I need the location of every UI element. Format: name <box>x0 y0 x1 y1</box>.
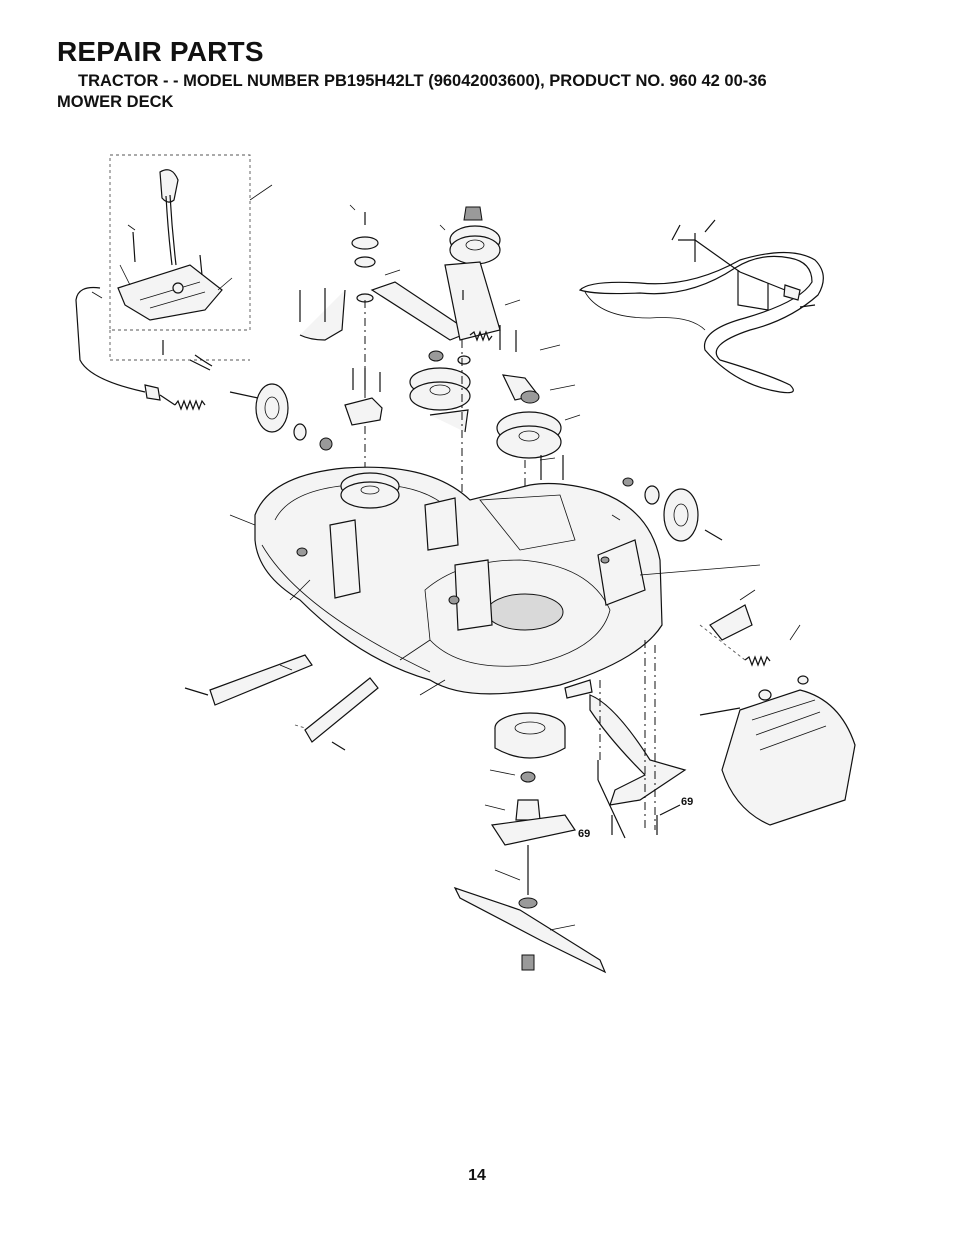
rear-baffle <box>589 640 687 839</box>
front-hanger-brackets <box>184 654 379 751</box>
section-title: MOWER DECK <box>57 93 174 111</box>
lift-cable <box>75 286 206 411</box>
right-gauge-wheel <box>622 477 723 542</box>
center-pulley <box>409 340 471 560</box>
left-gauge-wheel <box>229 383 333 451</box>
page-number: 14 <box>468 1167 486 1184</box>
leader-lines <box>119 184 801 931</box>
mower-deck-housing <box>254 466 663 699</box>
upper-idler-pulley <box>444 206 540 401</box>
callout-69-right: 69 <box>681 796 693 808</box>
model-number-line: TRACTOR - - MODEL NUMBER PB195H42LT (960… <box>78 72 767 90</box>
belt-keeper-rod <box>671 219 816 311</box>
discharge-chute <box>699 604 856 826</box>
drive-belt <box>578 251 824 394</box>
right-deck-pulley <box>496 390 564 600</box>
callout-69-left: 69 <box>578 828 590 840</box>
spindle-blade-assembly <box>453 712 607 974</box>
lift-handle-assembly <box>109 154 251 371</box>
idler-pulley-assembly <box>299 212 472 490</box>
page-title: REPAIR PARTS <box>57 36 264 67</box>
